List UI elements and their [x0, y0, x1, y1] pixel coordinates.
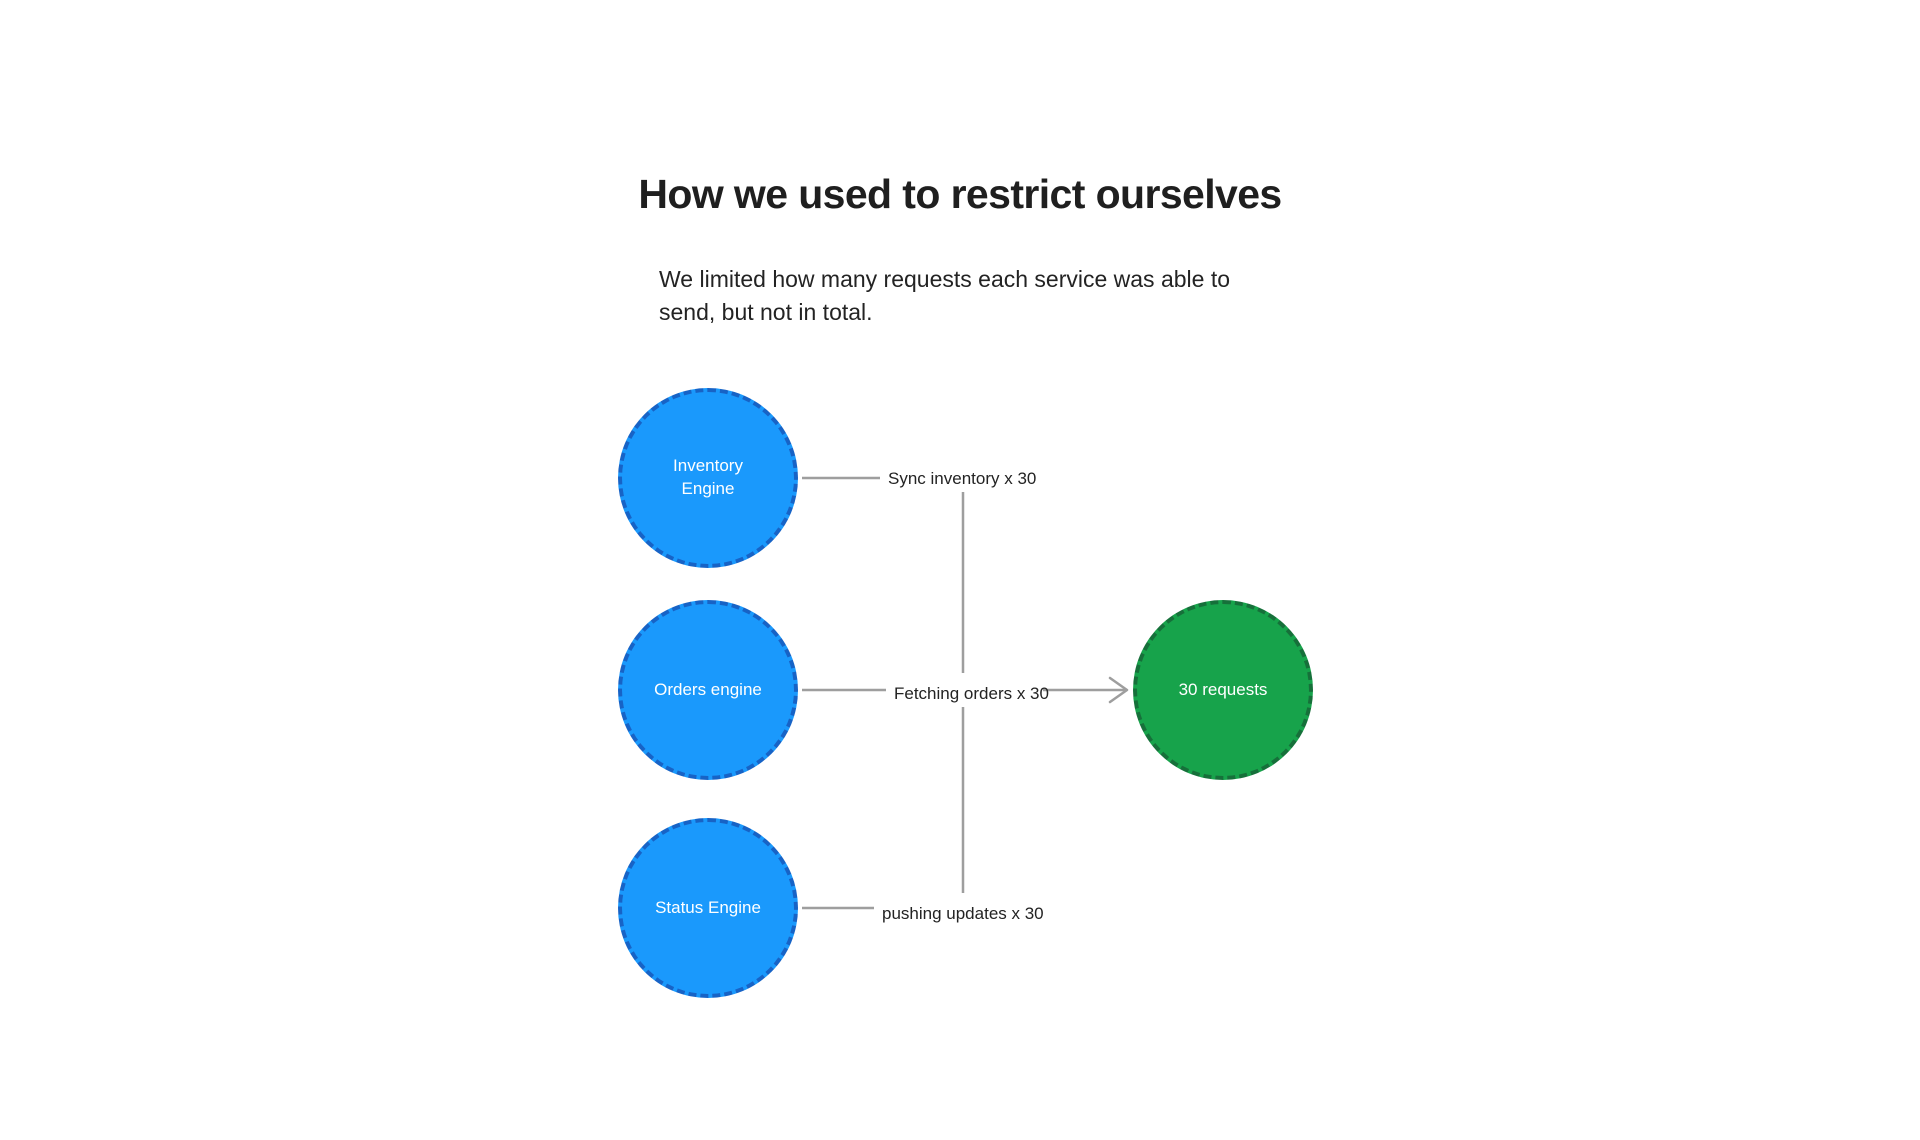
arrowhead-icon — [1108, 676, 1129, 704]
node-orders-engine[interactable]: Orders engine — [618, 600, 798, 780]
node-label-line1: Inventory — [673, 456, 743, 476]
edge-label-fetching-orders: Fetching orders x 30 — [894, 684, 1049, 703]
edge-label-pushing-updates: pushing updates x 30 — [882, 904, 1044, 923]
page-title: How we used to restrict ourselves — [638, 171, 1282, 218]
node-label: Status Engine — [655, 897, 761, 917]
node-label: Orders engine — [654, 679, 762, 699]
node-label-line2: Engine — [681, 479, 735, 498]
node-requests-total[interactable]: 30 requests — [1133, 600, 1313, 780]
node-status-engine[interactable]: Status Engine — [618, 818, 798, 998]
edge-label-sync-inventory: Sync inventory x 30 — [888, 469, 1037, 488]
node-label: 30 requests — [1178, 679, 1268, 699]
page-subtitle: We limited how many requests each servic… — [659, 266, 1231, 325]
